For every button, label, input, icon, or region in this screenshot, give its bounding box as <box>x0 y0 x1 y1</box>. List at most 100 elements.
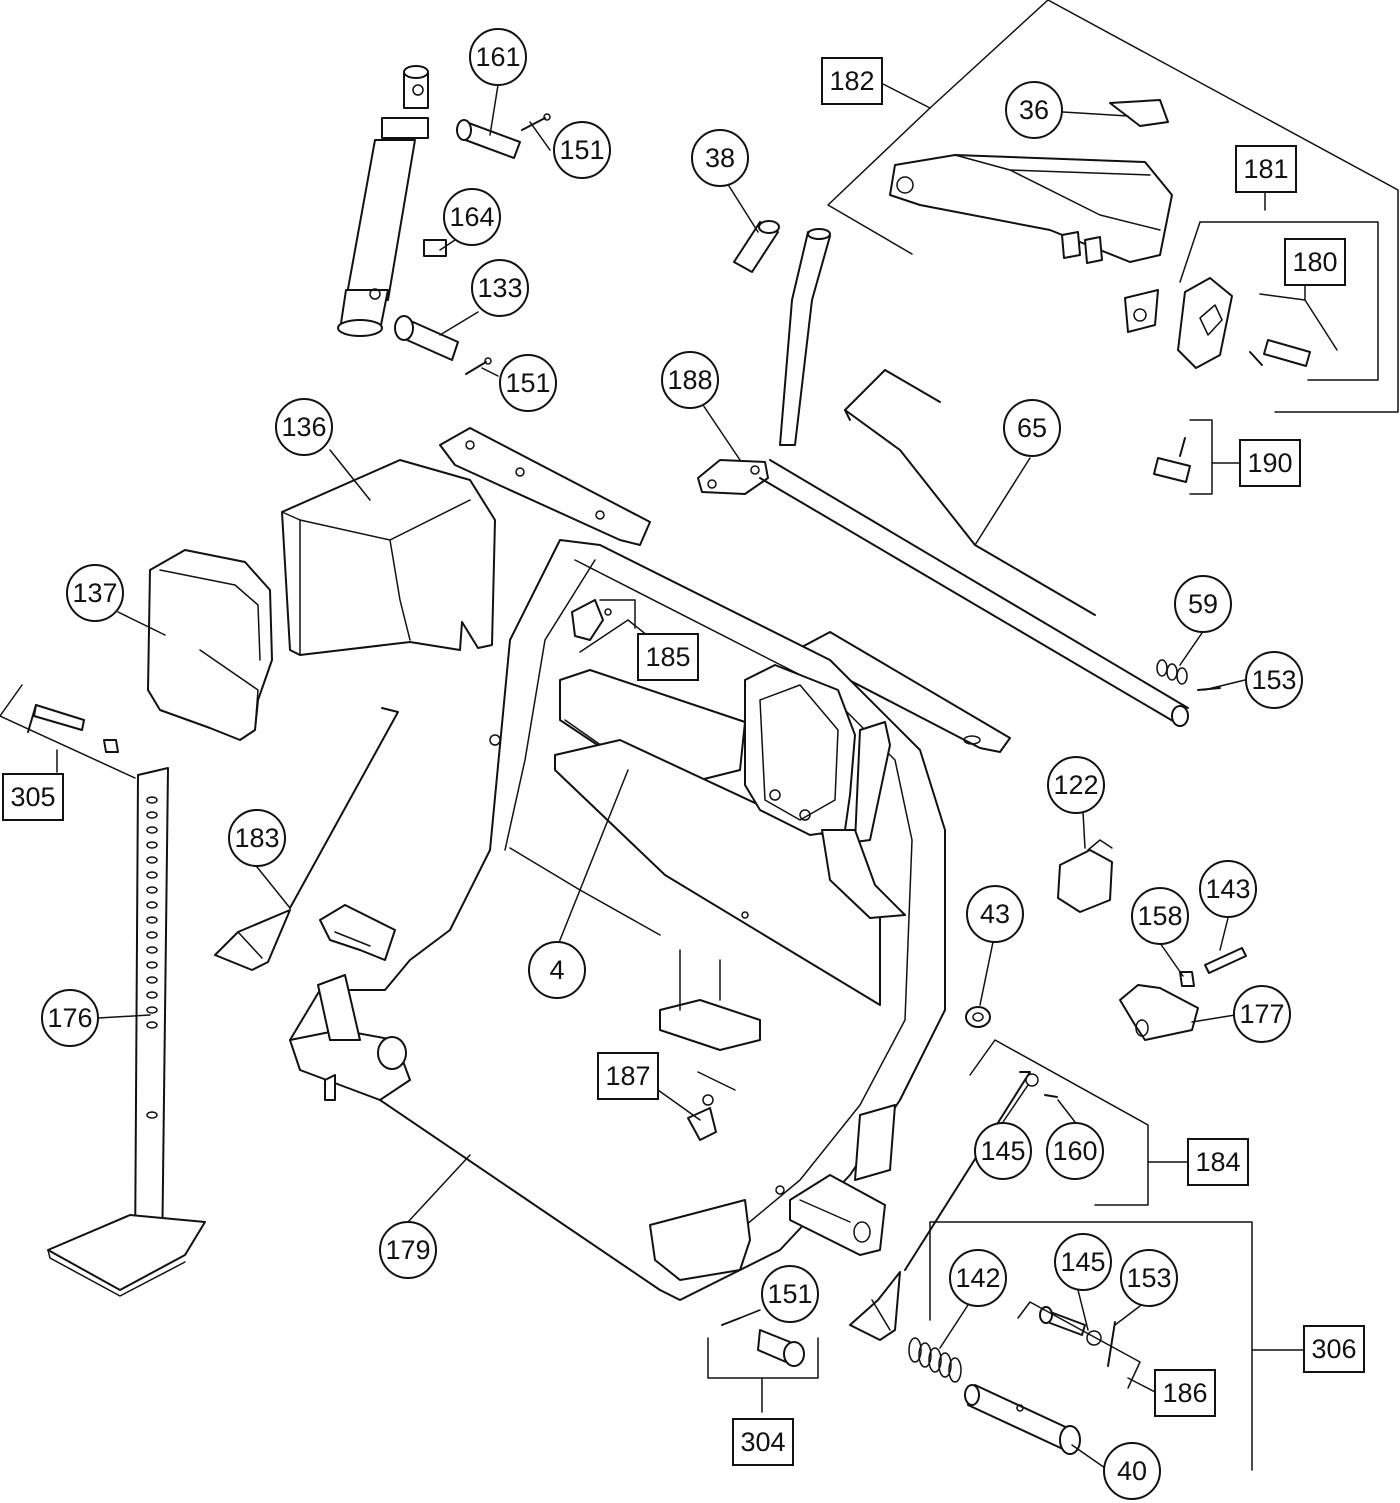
svg-text:177: 177 <box>1239 999 1284 1029</box>
svg-text:153: 153 <box>1126 1263 1171 1293</box>
svg-text:179: 179 <box>385 1235 430 1265</box>
svg-text:36: 36 <box>1019 95 1049 125</box>
svg-text:164: 164 <box>449 202 494 232</box>
decal-36 <box>1109 99 1169 127</box>
svg-text:183: 183 <box>234 823 279 853</box>
svg-text:161: 161 <box>475 42 520 72</box>
lever-188 <box>697 228 1189 727</box>
svg-text:142: 142 <box>955 1263 1000 1293</box>
callout-40: 40 <box>1103 1442 1161 1500</box>
handle-122 <box>1057 839 1113 913</box>
callout-188: 188 <box>661 351 719 409</box>
svg-text:145: 145 <box>980 1136 1025 1166</box>
callout-187: 187 <box>597 1052 659 1100</box>
svg-text:182: 182 <box>829 66 874 96</box>
svg-text:43: 43 <box>980 899 1010 929</box>
callout-38: 38 <box>691 129 749 187</box>
callout-137: 137 <box>66 564 124 622</box>
svg-text:151: 151 <box>505 368 550 398</box>
callout-133: 133 <box>471 259 529 317</box>
bracket-assembly-182 <box>889 154 1173 333</box>
svg-text:145: 145 <box>1060 1247 1105 1277</box>
callout-164: 164 <box>443 188 501 246</box>
callout-145-bottom: 145 <box>1054 1233 1112 1291</box>
spring-59 <box>1156 659 1188 685</box>
callout-36: 36 <box>1005 81 1063 139</box>
jack-holes <box>146 796 158 1119</box>
svg-text:185: 185 <box>645 642 690 672</box>
callout-160: 160 <box>1046 1122 1104 1180</box>
callout-153-bottom: 153 <box>1120 1249 1178 1307</box>
rod-65 <box>844 369 1096 616</box>
svg-text:38: 38 <box>705 143 735 173</box>
svg-text:180: 180 <box>1292 247 1337 277</box>
pin-133 <box>394 315 459 361</box>
pin-38 <box>733 220 780 273</box>
svg-text:187: 187 <box>605 1061 650 1091</box>
svg-text:151: 151 <box>559 135 604 165</box>
pin-161 <box>456 119 521 159</box>
leader-lines <box>56 0 1399 1471</box>
svg-text:306: 306 <box>1311 1334 1356 1364</box>
cover-137 <box>147 549 273 741</box>
callout-183: 183 <box>228 809 286 867</box>
svg-text:158: 158 <box>1137 901 1182 931</box>
callout-184: 184 <box>1187 1138 1249 1186</box>
grease-fitting-164 <box>423 239 447 257</box>
lever-184 <box>849 1071 1058 1341</box>
svg-text:160: 160 <box>1052 1136 1097 1166</box>
svg-text:153: 153 <box>1251 665 1296 695</box>
svg-text:184: 184 <box>1195 1147 1240 1177</box>
svg-text:186: 186 <box>1162 1378 1207 1408</box>
svg-text:151: 151 <box>767 1279 812 1309</box>
callout-4: 4 <box>528 941 586 999</box>
svg-text:305: 305 <box>10 782 55 812</box>
hydraulic-cylinder <box>337 65 429 337</box>
cotter-pin-151-mid <box>465 357 492 375</box>
pin-190 <box>1153 437 1191 483</box>
cover-136 <box>281 459 496 656</box>
pin-180 <box>1249 339 1311 367</box>
pin-40 <box>964 1384 1081 1455</box>
callout-143: 143 <box>1199 860 1257 918</box>
callout-65: 65 <box>1003 399 1061 457</box>
callout-122: 122 <box>1047 756 1105 814</box>
callout-181: 181 <box>1235 145 1297 193</box>
callout-145-mid: 145 <box>974 1122 1032 1180</box>
main-frame-179 <box>289 427 1011 1301</box>
callout-59: 59 <box>1174 575 1232 633</box>
washer-43 <box>965 1006 991 1028</box>
svg-text:4: 4 <box>549 955 564 985</box>
svg-text:143: 143 <box>1205 874 1250 904</box>
callout-185: 185 <box>637 633 699 681</box>
svg-text:188: 188 <box>667 365 712 395</box>
lever-183 <box>214 707 399 971</box>
callout-177: 177 <box>1233 985 1291 1043</box>
svg-text:136: 136 <box>281 412 326 442</box>
callout-190: 190 <box>1239 439 1301 487</box>
callout-153-right: 153 <box>1245 651 1303 709</box>
svg-text:133: 133 <box>477 273 522 303</box>
bracket-177 <box>1119 984 1199 1041</box>
svg-text:122: 122 <box>1053 770 1098 800</box>
latch-plate-181 <box>1177 277 1233 369</box>
callout-304: 304 <box>732 1418 794 1466</box>
callout-142: 142 <box>949 1249 1007 1307</box>
callout-182: 182 <box>821 57 883 105</box>
callout-176: 176 <box>41 989 99 1047</box>
svg-text:304: 304 <box>740 1427 785 1457</box>
pin-304 <box>721 1317 805 1367</box>
cotter-pin-151-top <box>521 113 551 131</box>
callout-161: 161 <box>469 28 527 86</box>
callout-151-bottom: 151 <box>761 1265 819 1323</box>
callout-306: 306 <box>1303 1325 1365 1373</box>
callout-136: 136 <box>275 398 333 456</box>
svg-text:65: 65 <box>1017 413 1047 443</box>
svg-text:40: 40 <box>1117 1456 1147 1486</box>
callout-186: 186 <box>1154 1369 1216 1417</box>
pin-186 <box>1039 1306 1116 1367</box>
svg-text:137: 137 <box>72 578 117 608</box>
bolt-143 <box>1204 947 1247 974</box>
callout-305: 305 <box>2 773 64 821</box>
svg-text:190: 190 <box>1247 448 1292 478</box>
